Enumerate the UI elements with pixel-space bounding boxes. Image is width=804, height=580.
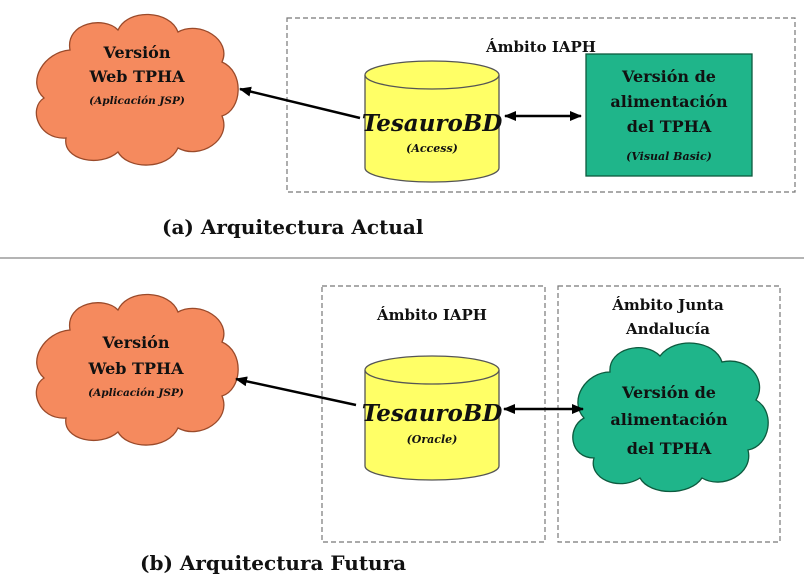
web-version-label-b-line1: Versión [102,333,170,352]
scope-iaph-label-a: Ámbito IAPH [485,38,596,56]
section-b-future-architecture: Ámbito IAPH Ámbito Junta Andalucía Versi… [35,285,781,575]
database-cylinder-a: TesauroBD (Access) [362,60,503,183]
scope-iaph-label-b: Ámbito IAPH [376,306,487,324]
database-name-b: TesauroBD [362,400,503,427]
feed-version-a-line1: Versión de [621,67,716,86]
feed-version-cloud-b: Versión de alimentación del TPHA [572,342,769,493]
database-name-a: TesauroBD [362,110,503,137]
web-version-tech-a: (Aplicación JSP) [89,95,185,107]
caption-a: (a) Arquitectura Actual [162,215,424,239]
database-cylinder-b: TesauroBD (Oracle) [362,355,503,481]
scope-junta-label-b-line2: Andalucía [625,320,710,338]
arrow-db-to-web-a [239,86,361,120]
web-version-cloud-b: Versión Web TPHA (Aplicación JSP) [35,293,239,446]
feed-version-a-line2: alimentación [610,92,728,111]
scope-junta-box-b [557,285,781,543]
caption-b: (b) Arquitectura Futura [140,551,406,575]
database-engine-b: (Oracle) [407,433,458,446]
feed-version-b-line1: Versión de [621,383,716,402]
web-version-label-a-line1: Versión [103,43,171,62]
section-a-current-architecture: Ámbito IAPH Versión Web TPHA (Aplicación… [35,13,796,239]
scope-junta-label-b-line1: Ámbito Junta [611,296,724,314]
feed-version-a-line3: del TPHA [627,117,712,136]
feed-version-b-line3: del TPHA [627,439,712,458]
feed-version-tech-a: (Visual Basic) [626,150,712,163]
arrow-db-to-web-b [235,376,357,407]
feed-version-box-a: Versión de alimentación del TPHA (Visual… [585,53,753,177]
web-version-tech-b: (Aplicación JSP) [88,387,184,399]
web-version-cloud-a: Versión Web TPHA (Aplicación JSP) [35,13,239,166]
web-version-label-a-line2: Web TPHA [88,67,185,86]
web-version-label-b-line2: Web TPHA [87,359,184,378]
feed-version-b-line2: alimentación [610,410,728,429]
database-engine-a: (Access) [406,142,458,155]
scope-iaph-box-a [286,17,796,193]
